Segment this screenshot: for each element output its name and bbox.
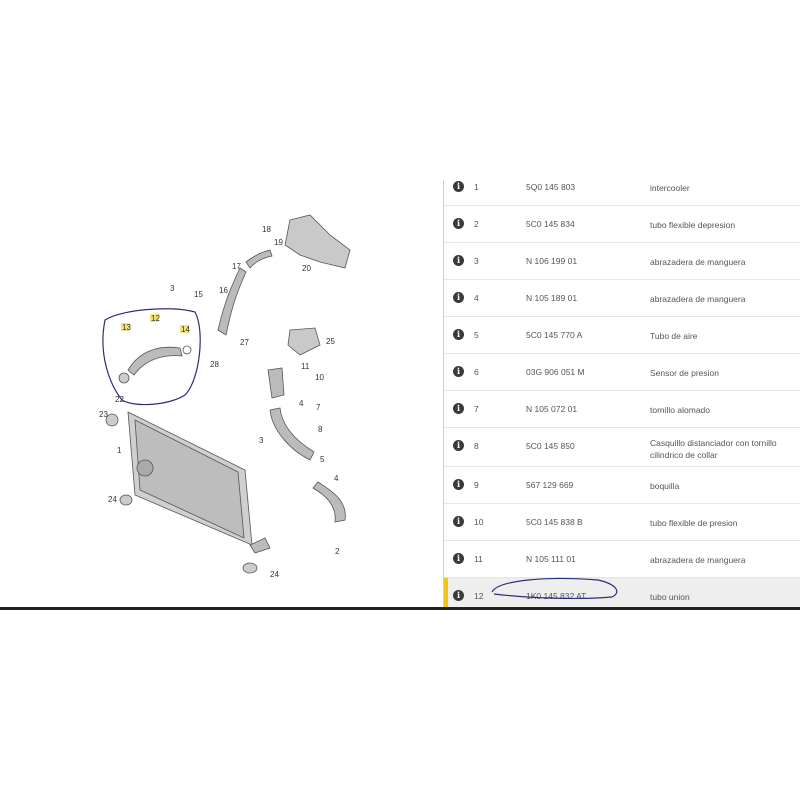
item-number: 4 xyxy=(474,293,479,303)
part-description: abrazadera de manguera xyxy=(650,257,746,267)
callout: 28 xyxy=(210,360,219,369)
part-description: Sensor de presion xyxy=(650,368,719,378)
item-number: 12 xyxy=(474,591,484,601)
callout: 18 xyxy=(262,225,271,234)
divider xyxy=(0,607,800,610)
callout: 12 xyxy=(151,314,160,323)
part-description: boquilla xyxy=(650,481,680,491)
callout: 5 xyxy=(320,455,325,464)
item-number: 7 xyxy=(474,404,479,414)
highlight-12 xyxy=(150,314,159,322)
callout: 3 xyxy=(259,436,264,445)
callout: 2 xyxy=(335,547,340,556)
item-number: 8 xyxy=(474,441,479,451)
info-icon[interactable]: i xyxy=(453,403,464,414)
callout: 10 xyxy=(315,373,324,382)
diagram-svg: 18 19 20 17 16 15 3 12 13 14 27 28 25 11… xyxy=(99,214,351,579)
part-number: 5C0 145 850 xyxy=(526,441,575,451)
table-row[interactable]: i 10 5C0 145 838 B tubo flexible de presion xyxy=(444,504,800,541)
callout: 15 xyxy=(194,290,203,299)
hose-12-shape xyxy=(127,346,183,376)
info-icon[interactable]: i xyxy=(453,516,464,527)
item-number: 2 xyxy=(474,219,479,229)
part-description: abrazadera de manguera xyxy=(650,555,746,565)
callout: 3 xyxy=(170,284,175,293)
table-row[interactable]: i 12 1K0 145 832 AT tubo union xyxy=(444,578,800,608)
highlight-13 xyxy=(121,323,130,331)
turbo-shape xyxy=(284,214,351,269)
info-icon[interactable]: i xyxy=(453,292,464,303)
table-row[interactable]: i 11 N 105 111 01 abrazadera de manguera xyxy=(444,541,800,578)
callout: 27 xyxy=(240,338,249,347)
part-description: Casquillo distanciador con tornillo cili… xyxy=(650,438,777,460)
info-icon[interactable]: i xyxy=(453,366,464,377)
callout: 16 xyxy=(219,286,228,295)
callout: 1 xyxy=(117,446,122,455)
item-number: 1 xyxy=(474,182,479,192)
part-number: N 106 199 01 xyxy=(526,256,578,266)
callout: 8 xyxy=(318,425,323,434)
callout: 11 xyxy=(301,362,310,371)
part-number: 567 129 669 xyxy=(526,480,574,490)
callout: 20 xyxy=(302,264,311,273)
part-description: tubo union xyxy=(650,592,690,602)
part-description: abrazadera de manguera xyxy=(650,294,746,304)
part-number: 5C0 145 838 B xyxy=(526,517,583,527)
item-number: 11 xyxy=(474,554,483,564)
callout: 13 xyxy=(122,323,131,332)
part-number: 03G 906 051 M xyxy=(526,367,585,377)
part-number: N 105 189 01 xyxy=(526,293,578,303)
part-number: N 105 072 01 xyxy=(526,404,578,414)
info-icon[interactable]: i xyxy=(453,329,464,340)
info-icon[interactable]: i xyxy=(453,590,464,601)
item-number: 10 xyxy=(474,517,484,527)
info-icon[interactable]: i xyxy=(453,218,464,229)
callout: 22 xyxy=(115,395,124,404)
callout: 25 xyxy=(326,337,335,346)
part-number: 5C0 145 770 A xyxy=(526,330,583,340)
part-description: tornillo alomado xyxy=(650,405,711,415)
callout: 17 xyxy=(232,262,241,271)
info-icon[interactable]: i xyxy=(453,255,464,266)
callout: 23 xyxy=(99,410,108,419)
part-description: intercooler xyxy=(650,183,690,193)
item-number: 5 xyxy=(474,330,479,340)
highlight-14 xyxy=(180,325,189,333)
info-icon[interactable]: i xyxy=(453,553,464,564)
callout: 24 xyxy=(108,495,117,504)
annotation-ellipse xyxy=(491,577,618,600)
item-number: 3 xyxy=(474,256,479,266)
part-number: 5Q0 145 803 xyxy=(526,182,576,192)
part-description: tubo flexible depresion xyxy=(650,220,736,230)
part-description: Tubo de aire xyxy=(650,331,698,341)
callout: 4 xyxy=(334,474,339,483)
info-icon[interactable]: i xyxy=(453,181,464,192)
part-number: 5C0 145 834 xyxy=(526,219,575,229)
info-icon[interactable]: i xyxy=(453,440,464,451)
part-number: 1K0 145 832 AT xyxy=(526,591,587,601)
parts-exploded-diagram: 18 19 20 17 16 15 3 12 13 14 27 28 25 11… xyxy=(85,205,385,595)
callout: 4 xyxy=(299,399,304,408)
callout: 19 xyxy=(274,238,283,247)
item-number: 9 xyxy=(474,480,479,490)
item-number: 6 xyxy=(474,367,479,377)
callout: 14 xyxy=(181,325,190,334)
info-icon[interactable]: i xyxy=(453,479,464,490)
part-number: N 105 111 01 xyxy=(526,554,576,564)
callout: 7 xyxy=(316,403,321,412)
part-description: tubo flexible de presion xyxy=(650,518,738,528)
annotation-loop xyxy=(102,308,201,406)
callout: 24 xyxy=(270,570,279,579)
